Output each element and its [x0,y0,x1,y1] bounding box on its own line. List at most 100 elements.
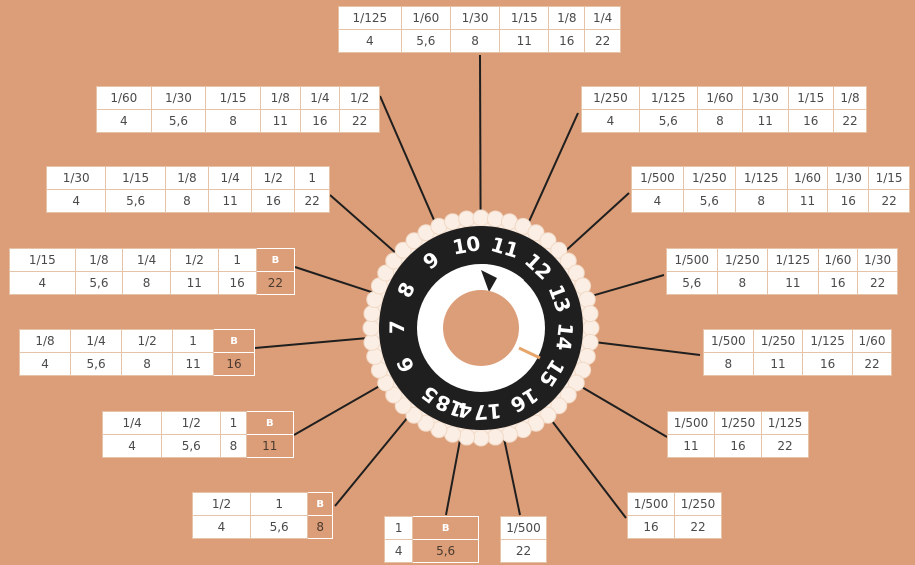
aperture-cell: 22 [852,353,891,376]
aperture-cell: 8 [704,353,754,376]
aperture-cell: 5,6 [71,353,122,376]
dial-rim-scallop [501,426,517,442]
shutter-cell: 1/30 [743,87,788,110]
exposure-table: 1/5001/2501/1251/601/305,68111622 [666,248,898,295]
aperture-row: 45,68111622 [632,190,910,213]
exposure-table: 1/151/81/41/21B45,68111622 [9,248,295,295]
shutter-row: 1/301/151/81/41/21 [47,167,330,190]
shutter-cell: 1/60 [852,330,891,353]
exposure-table: 1/5001/2501/125111622 [667,411,809,458]
pointer-line [330,195,397,254]
aperture-cell: 22 [585,30,621,53]
aperture-cell: 11 [209,190,252,213]
shutter-cell: 1/125 [639,87,697,110]
shutter-cell: 1/8 [20,330,71,353]
exposure-table: 1/601/301/151/81/41/245,68111622 [96,86,380,133]
shutter-cell: 1/500 [501,517,547,540]
dial-rim-scallop [583,320,599,336]
shutter-cell: 1/30 [828,167,869,190]
dial-rim-scallop [473,210,489,226]
shutter-row: 1/5001/2501/1251/601/30 [667,249,898,272]
dial-rim-scallop [445,214,461,230]
shutter-cell: 1/60 [97,87,152,110]
aperture-cell: 22 [340,110,380,133]
exposure-table: 1/21B45,68 [192,492,333,539]
aperture-cell: 4 [385,540,413,563]
aperture-row: 45,68111622 [339,30,621,53]
aperture-cell: 8 [165,190,208,213]
shutter-cell: 1 [173,330,214,353]
shutter-cell: 1/8 [165,167,208,190]
aperture-cell: 8 [735,190,787,213]
aperture-cell: 4 [582,110,640,133]
pointer-line [592,342,700,355]
aperture-cell: 8 [717,272,768,295]
aperture-cell: 22 [295,190,330,213]
exposure-dial: 456789101112131415161718 [363,210,599,446]
aperture-cell: 8 [123,272,171,295]
shutter-cell: 1/125 [339,7,402,30]
shutter-cell: 1/4 [585,7,621,30]
shutter-row: 1/601/301/151/81/41/2 [97,87,380,110]
shutter-cell: 1/2 [170,249,218,272]
shutter-row: 1/2501/1251/601/301/151/8 [582,87,867,110]
shutter-cell: 1/125 [762,412,809,435]
shutter-cell: B [246,412,293,435]
shutter-cell: 1/125 [768,249,819,272]
shutter-cell: 1/250 [683,167,735,190]
shutter-cell: 1/500 [667,249,718,272]
pointer-line [527,113,578,226]
pointer-line [294,384,384,435]
aperture-cell: 5,6 [401,30,450,53]
shutter-cell: B [413,517,479,540]
shutter-cell: 1/30 [858,249,898,272]
exposure-table: 1B45,6 [384,516,479,563]
pointer-line [589,275,664,297]
aperture-cell: 22 [762,435,809,458]
shutter-cell: 1/125 [735,167,787,190]
dial-number: 10 [451,231,483,259]
pointer-line [564,193,629,253]
pointer-line [255,338,369,348]
shutter-cell: 1/30 [450,7,499,30]
aperture-cell: 8 [308,516,333,539]
shutter-cell: 1/4 [103,412,162,435]
aperture-cell: 5,6 [250,516,307,539]
shutter-row: 1/5001/2501/125 [668,412,809,435]
shutter-cell: 1/2 [193,493,251,516]
aperture-row: 45,6 [385,540,479,563]
shutter-cell: 1/2 [340,87,380,110]
dial-rim-scallop [487,429,503,445]
shutter-cell: 1/4 [71,330,122,353]
dial-number: 14 [551,322,578,352]
shutter-cell: 1/8 [75,249,123,272]
pointer-line [504,438,520,515]
shutter-cell: 1/15 [788,87,833,110]
shutter-cell: 1/500 [632,167,684,190]
shutter-cell: 1 [250,493,307,516]
shutter-cell: 1/30 [47,167,106,190]
aperture-row: 22 [501,540,547,563]
shutter-cell: B [214,330,255,353]
aperture-cell: 16 [218,272,256,295]
aperture-cell: 16 [803,353,853,376]
shutter-cell: 1/2 [162,412,221,435]
aperture-cell: 5,6 [75,272,123,295]
aperture-cell: 4 [339,30,402,53]
shutter-cell: 1/15 [10,249,76,272]
dial-rim-scallop [579,292,595,308]
aperture-cell: 4 [47,190,106,213]
dial-number: 7 [385,320,409,334]
pointer-line [446,438,460,515]
dial-rim-scallop [487,211,503,227]
